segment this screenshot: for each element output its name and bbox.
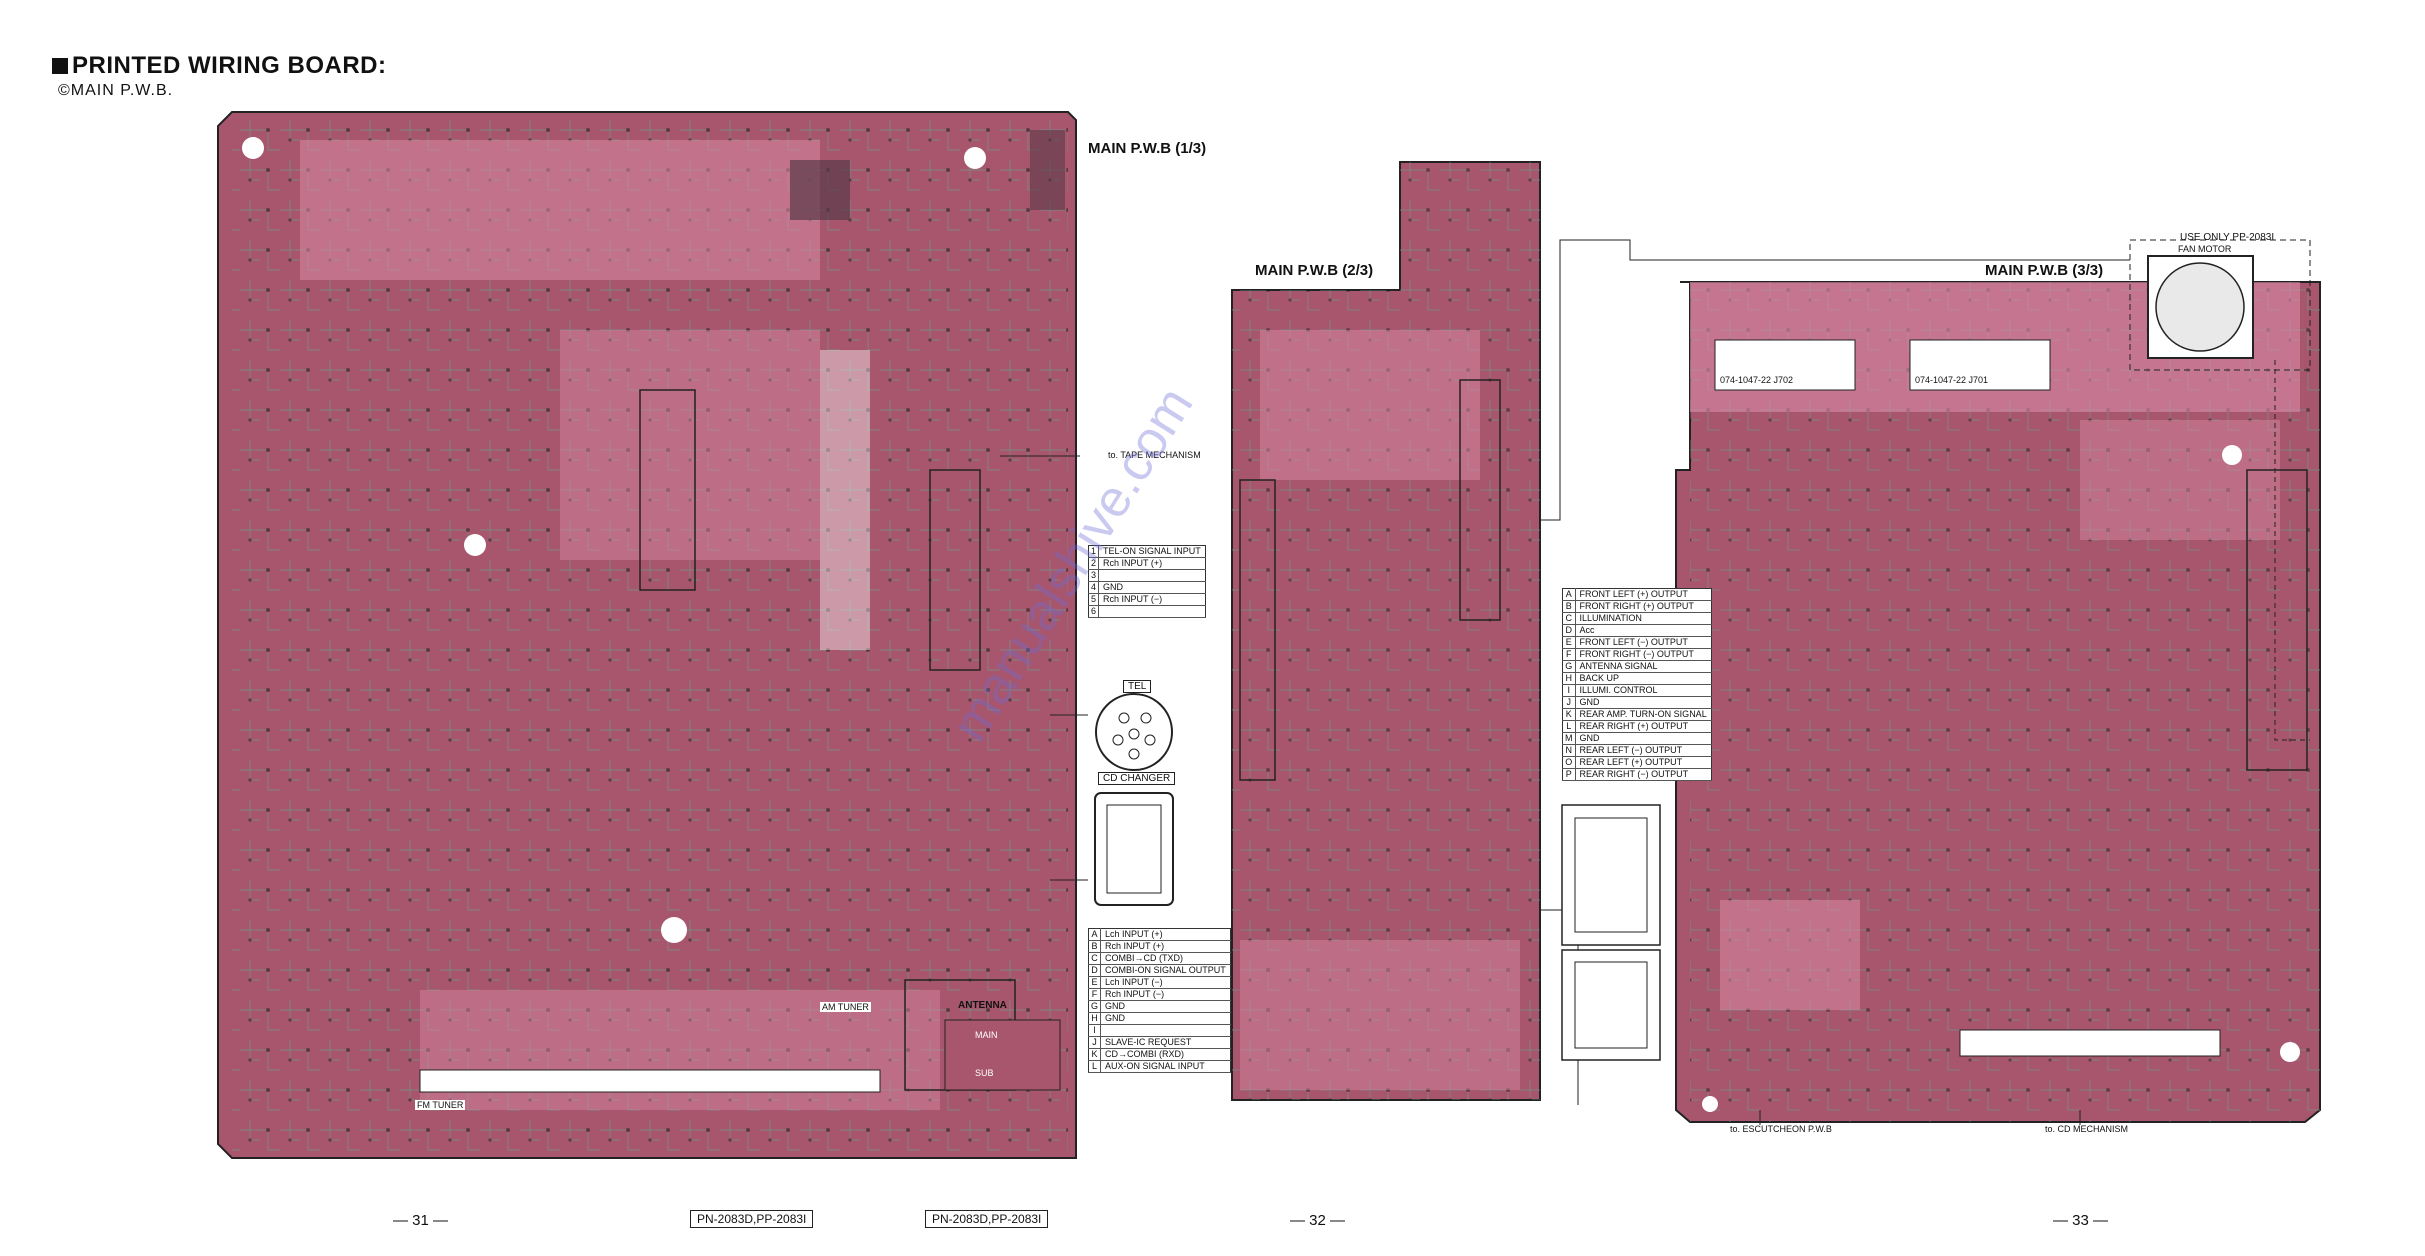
fm-tuner-label: FM TUNER xyxy=(415,1100,466,1110)
connector-j702 xyxy=(1714,339,1856,391)
table-row: I xyxy=(1088,1024,1231,1037)
cd-mechanism-note: to. CD MECHANISM xyxy=(2045,1124,2129,1134)
cd-changer-label: CD CHANGER xyxy=(1098,772,1176,785)
antenna-label: ANTENNA xyxy=(958,1000,1007,1011)
connector-j701-label: 074-1047-22 J701 xyxy=(1915,375,1989,385)
page-number-mid: — 32 — xyxy=(1290,1212,1346,1229)
antenna-sub-label: SUB xyxy=(975,1068,994,1078)
page-title: PRINTED WIRING BOARD: xyxy=(52,52,386,80)
am-tuner-label: AM TUNER xyxy=(820,1002,871,1012)
tel-label: TEL xyxy=(1123,680,1152,693)
board-2-label: MAIN P.W.B (2/3) xyxy=(1255,262,1374,279)
tel-din-connector xyxy=(1095,693,1173,771)
tape-mechanism-note: to. TAPE MECHANISM xyxy=(1108,450,1201,460)
page-number-left: — 31 — xyxy=(393,1212,449,1229)
escutcheon-note: to. ESCUTCHEON P.W.B xyxy=(1730,1124,1832,1134)
fan-motor-inset xyxy=(2129,239,2311,741)
page-number-right: — 33 — xyxy=(2053,1212,2109,1229)
antenna-main-label: MAIN xyxy=(975,1030,998,1040)
page-subtitle: ©MAIN P.W.B. xyxy=(58,82,174,99)
cd-changer-connector xyxy=(1094,792,1174,906)
board-1-group xyxy=(217,111,1077,1159)
antenna-box xyxy=(944,1019,1061,1091)
board-1-light-region xyxy=(300,140,820,280)
table-row: 3 xyxy=(1088,569,1206,582)
page-title-text: PRINTED WIRING BOARD: xyxy=(72,52,387,79)
use-only-note: USE ONLY PP-2083I xyxy=(2180,232,2275,243)
model-label-a: PN-2083D,PP-2083I xyxy=(690,1210,814,1228)
output-connectors xyxy=(1561,804,1661,1061)
fan-icon xyxy=(2155,262,2245,352)
table-row: 6 xyxy=(1088,605,1206,618)
connector-j702-label: 074-1047-22 J702 xyxy=(1720,375,1794,385)
board-2-group xyxy=(1231,161,1541,1101)
board-3-group xyxy=(1675,281,2321,1123)
board-3-label: MAIN P.W.B (3/3) xyxy=(1985,262,2104,279)
fan-motor-label: FAN MOTOR xyxy=(2178,244,2232,254)
model-label-b: PN-2083D,PP-2083I xyxy=(925,1210,1049,1228)
mount-hole-icon xyxy=(242,137,264,159)
connector-j701 xyxy=(1909,339,2051,391)
board-1-label: MAIN P.W.B (1/3) xyxy=(1088,140,1207,157)
bullet-square-icon xyxy=(52,58,68,74)
